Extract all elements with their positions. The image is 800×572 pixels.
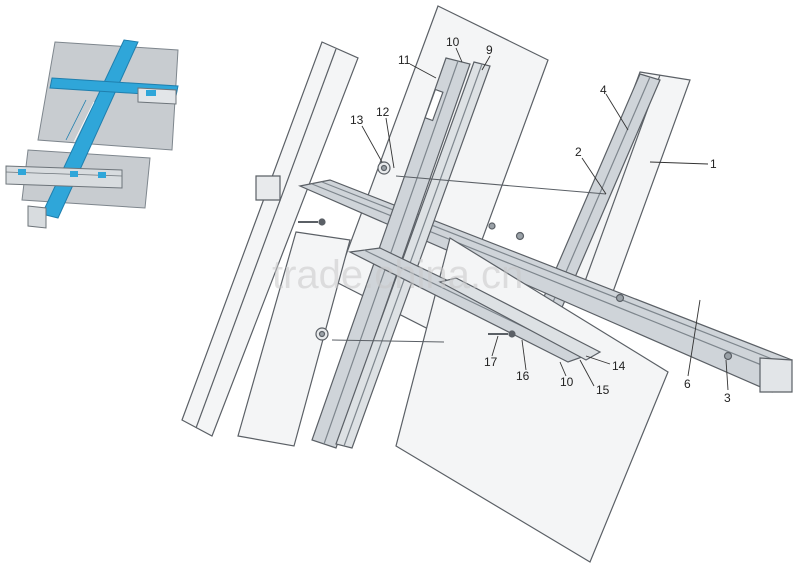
callout-15: 15 [596,383,610,397]
callout-16: 16 [516,369,530,383]
inset-connector [70,171,78,177]
callout-labels: 1 2 3 4 6 9 10 10 11 12 13 14 15 16 17 [350,35,731,405]
callout-6: 6 [684,377,691,391]
callout-2: 2 [575,145,582,159]
callout-13: 13 [350,113,364,127]
inset-bracket [137,87,177,105]
callout-leaders [361,47,729,391]
inset-bottom-stub [27,205,47,229]
lower-transom-14 [438,277,602,361]
callout-4: 4 [600,83,607,97]
left-outer-frame [181,41,359,437]
callout-12: 12 [376,105,390,119]
inset-gray-beam [5,165,123,189]
callout-11: 11 [398,53,411,67]
callout-14: 14 [612,359,626,373]
lower-glass-panel [395,237,669,563]
inset-assembly-illustration [5,39,179,229]
callout-3: 3 [724,391,731,405]
transom-end-cap [759,357,793,393]
watermark-text: trade.china.cn [272,253,523,297]
inset-connector [18,169,26,175]
callout-1: 1 [710,157,717,171]
callout-9: 9 [486,43,493,57]
wall-bracket-stub [255,175,281,201]
callout-10a: 10 [446,35,460,49]
lower-left-panel [237,231,351,447]
main-exploded-view [181,5,793,563]
callout-17: 17 [484,355,498,369]
inset-connector [98,172,106,178]
callout-10b: 10 [560,375,574,389]
